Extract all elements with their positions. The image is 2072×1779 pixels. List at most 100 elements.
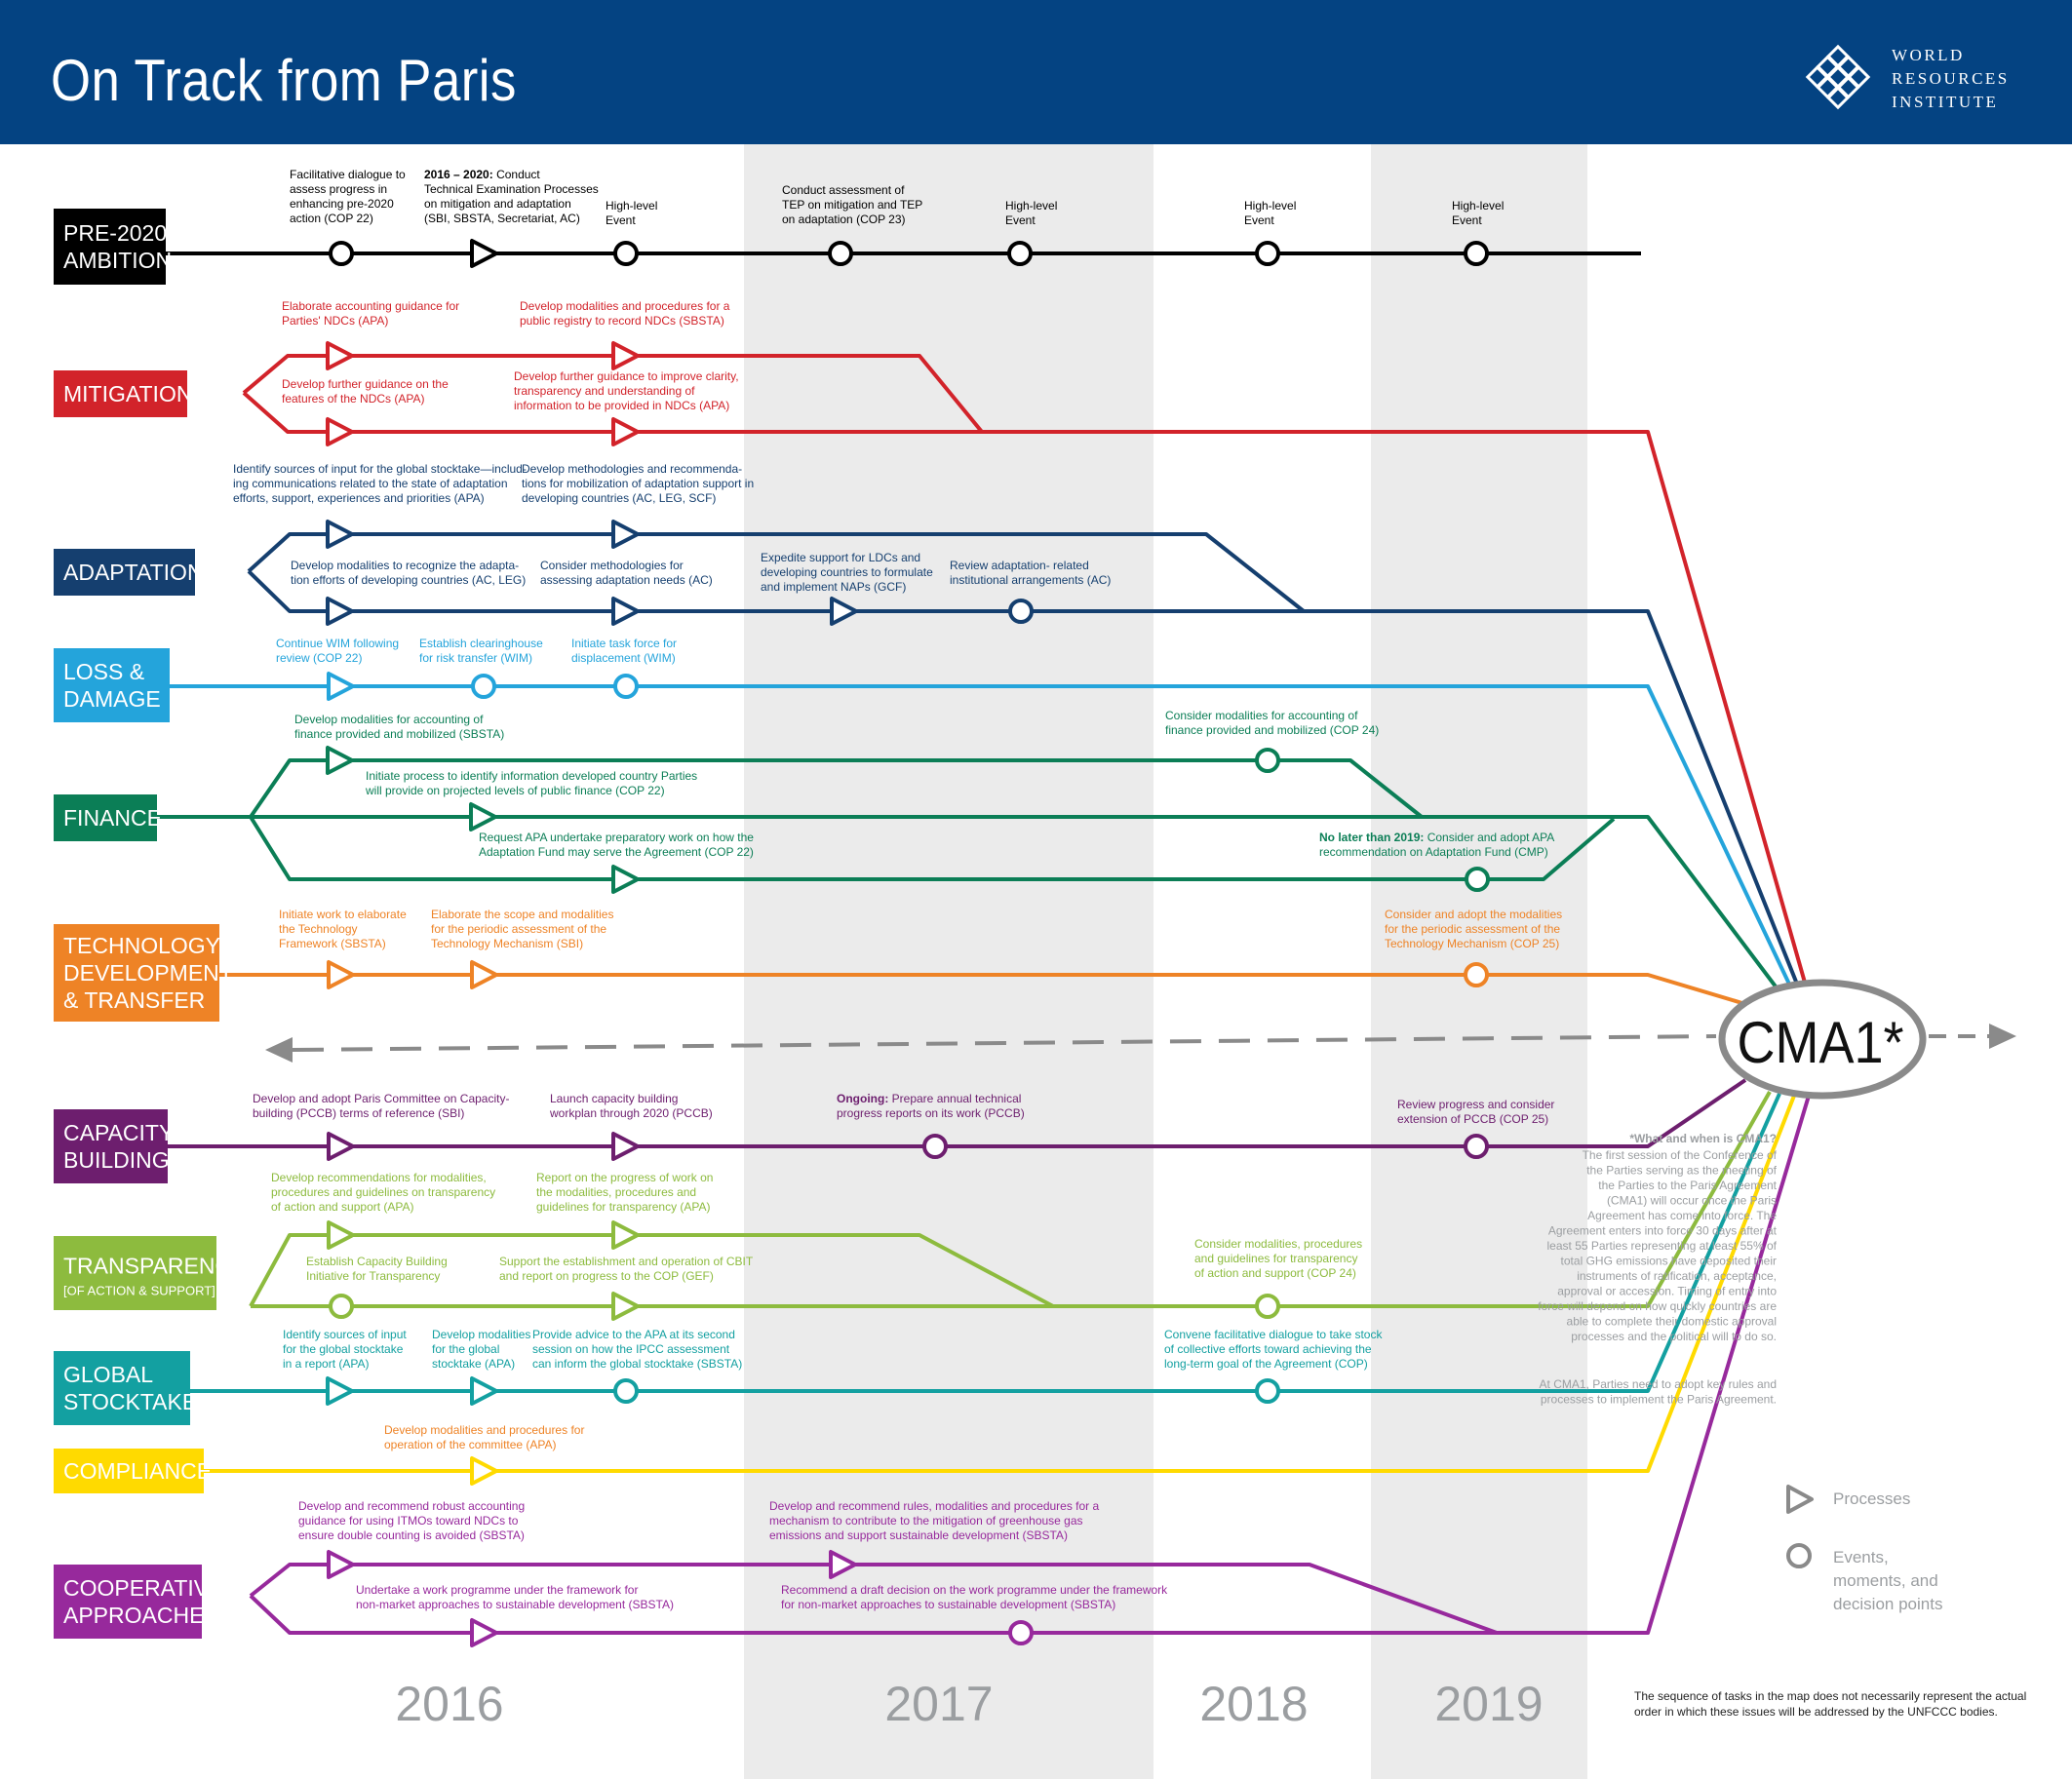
task-label-line: progress reports on its work (PCCB) xyxy=(837,1106,1025,1120)
arrow-left-icon xyxy=(265,1037,293,1063)
arrow-right-icon xyxy=(1989,1024,2016,1049)
task-label-line: ing communications related to the state … xyxy=(233,477,508,490)
task-label-line: guidelines for transparency (APA) xyxy=(536,1200,711,1214)
task-label-line: Develop modalities to recognize the adap… xyxy=(291,559,519,572)
task-label-line: public registry to record NDCs (SBSTA) xyxy=(520,314,724,328)
task-label-finance: Consider modalities for accounting offin… xyxy=(1165,709,1379,737)
track-line-loss xyxy=(57,684,1796,995)
category-box xyxy=(54,209,166,285)
event-circle-icon xyxy=(922,1134,948,1159)
category-name: APPROACHES xyxy=(63,1603,219,1628)
task-label-line: Initiate task force for xyxy=(571,637,677,650)
task-label-line: Expedite support for LDCs and xyxy=(761,551,920,564)
task-label-line: of action and support (COP 24) xyxy=(1194,1266,1356,1280)
task-label-line: Develop modalities for accounting of xyxy=(294,713,484,726)
task-label-line: and report on progress to the COP (GEF) xyxy=(499,1269,714,1283)
category-finance: FINANCE xyxy=(54,794,162,841)
note-line: The first session of the Conference of xyxy=(1583,1148,1778,1162)
category-name: BUILDING xyxy=(63,1147,170,1173)
process-triangle-icon xyxy=(326,597,354,626)
task-label-line: ensure double counting is avoided (SBSTA… xyxy=(298,1528,525,1542)
page-title: On Track from Paris xyxy=(51,48,517,113)
wri-wordmark: WORLD RESOURCES INSTITUTE xyxy=(1892,44,2010,114)
process-triangle-icon xyxy=(470,1456,498,1486)
category-box xyxy=(54,1449,204,1493)
task-label-line: Request APA undertake preparatory work o… xyxy=(479,831,754,844)
note-line: least 55 Parties representing at least 5… xyxy=(1547,1239,1778,1253)
process-triangle-icon xyxy=(470,1376,498,1406)
category-box xyxy=(54,1351,190,1425)
process-triangle-icon xyxy=(611,1292,640,1321)
footnote: The sequence of tasks in the map does no… xyxy=(1634,1689,2026,1719)
track-line-finance xyxy=(249,815,1616,881)
event-circle-icon xyxy=(329,1294,354,1319)
task-label-line: Review adaptation- related xyxy=(950,559,1089,572)
task-label-line: Conduct assessment of xyxy=(782,183,905,197)
process-triangle-icon xyxy=(327,1132,355,1161)
event-circle-icon xyxy=(1008,599,1034,624)
category-name: AMBITION xyxy=(63,248,172,273)
task-label-finance: Initiate process to identify information… xyxy=(365,769,697,797)
task-label-adaptation: Develop modalities to recognize the adap… xyxy=(291,559,526,587)
task-label-line: Event xyxy=(1452,213,1482,227)
task-label-line: for the global stocktake xyxy=(283,1342,404,1356)
task-label-line: Develop and recommend rules, modalities … xyxy=(769,1499,1100,1513)
task-label-line: Initiate process to identify information… xyxy=(366,769,697,783)
task-label-line: Develop modalities and procedures for a xyxy=(520,299,730,313)
category-box xyxy=(54,1565,202,1639)
cma-timeline-arrow xyxy=(265,1024,2016,1063)
task-label-line: Consider modalities, procedures xyxy=(1194,1237,1362,1251)
task-label-line: and guidelines for transparency xyxy=(1194,1252,1357,1265)
task-label-line: Develop further guidance to improve clar… xyxy=(514,369,739,383)
note-line: the Parties to the Paris Agreement xyxy=(1598,1179,1777,1192)
task-label-finance: Develop modalities for accounting offina… xyxy=(294,713,504,741)
task-label-line: institutional arrangements (AC) xyxy=(950,573,1111,587)
track-line-cooperative xyxy=(249,1563,1498,1635)
task-label-line: for risk transfer (WIM) xyxy=(419,651,532,665)
note-line: At CMA1, Parties need to adopt key rules… xyxy=(1540,1377,1777,1391)
task-label-line: transparency and understanding of xyxy=(514,384,695,398)
task-label-line: Consider and adopt the modalities xyxy=(1385,908,1562,921)
process-triangle-icon xyxy=(611,865,640,894)
wri-line-3: INSTITUTE xyxy=(1892,93,1999,111)
track-lines xyxy=(57,251,1811,1635)
task-label-line: can inform the global stocktake (SBSTA) xyxy=(532,1357,742,1371)
task-label-line: assessing adaptation needs (AC) xyxy=(540,573,713,587)
process-triangle-icon xyxy=(327,1550,355,1579)
wri-line-1: WORLD xyxy=(1892,46,1965,64)
task-label-mitigation: Elaborate accounting guidance forParties… xyxy=(282,299,459,328)
task-label-line: Identify sources of input for the global… xyxy=(233,462,527,476)
process-triangle-icon xyxy=(326,341,354,370)
year-band-2017 xyxy=(744,144,1153,1779)
category-box xyxy=(54,1236,216,1310)
process-triangle-icon xyxy=(470,960,498,989)
category-name: STOCKTAKE xyxy=(63,1389,197,1414)
task-label-line: features of the NDCs (APA) xyxy=(282,392,425,406)
task-label-line: Develop and adopt Paris Committee on Cap… xyxy=(253,1092,509,1105)
task-label-line: assess progress in xyxy=(290,182,387,196)
process-triangle-icon xyxy=(326,1376,354,1406)
category-name: TECHNOLOGY xyxy=(63,933,220,958)
legend-events-1: Events, xyxy=(1833,1548,1889,1566)
task-label-line: stocktake (APA) xyxy=(432,1357,515,1371)
task-label-line: mechanism to contribute to the mitigatio… xyxy=(769,1514,1083,1528)
track-line-stocktake xyxy=(57,1093,1781,1393)
task-label-line: on adaptation (COP 23) xyxy=(782,213,906,226)
task-label-line: and implement NAPs (GCF) xyxy=(761,580,906,594)
event-circle-icon xyxy=(613,674,639,699)
event-circle-icon xyxy=(1255,1378,1280,1404)
year-label-2019: 2019 xyxy=(1434,1677,1543,1731)
note-line: Agreement enters into force 30 days afte… xyxy=(1548,1224,1778,1238)
task-label-line: building (PCCB) terms of reference (SBI) xyxy=(253,1106,464,1120)
task-label-line: finance provided and mobilized (SBSTA) xyxy=(294,727,504,741)
task-label-line: Establish Capacity Building xyxy=(306,1255,448,1268)
task-label-line: High-level xyxy=(1452,199,1504,213)
